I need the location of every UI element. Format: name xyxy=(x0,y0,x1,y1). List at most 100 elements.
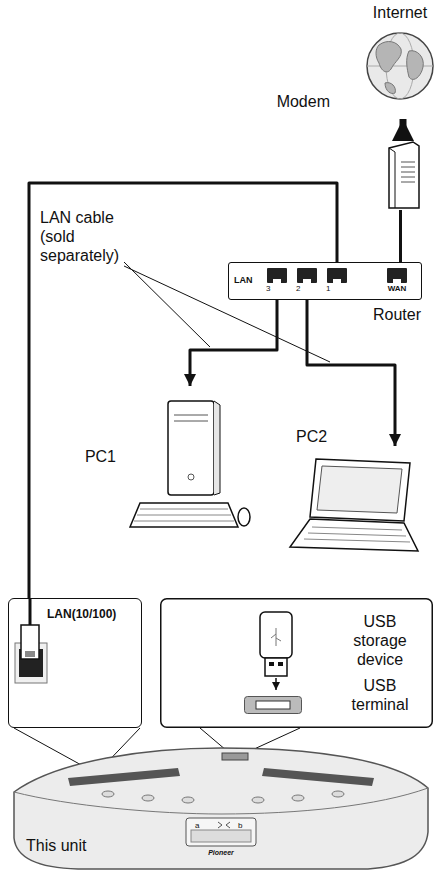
display-mark: a xyxy=(195,821,199,831)
desktop-pc-drawing-part xyxy=(174,421,208,422)
speaker-unit-drawing-part xyxy=(182,797,194,803)
modem-drawing-part xyxy=(401,162,415,163)
node-label: 3 xyxy=(266,284,270,294)
lan-port-drawing-part xyxy=(333,279,341,283)
wan-port: WAN xyxy=(380,266,418,296)
modem-drawing-part xyxy=(401,167,415,168)
laptop-pc: PC2 xyxy=(282,455,422,560)
lan-port-drawing-part xyxy=(267,268,287,283)
usb-storage-device-drawing-part xyxy=(278,662,283,666)
usb-inset-frame xyxy=(161,599,433,728)
node-label: Internet xyxy=(360,3,440,22)
wan-port-drawing-part xyxy=(393,279,401,283)
laptop-pc-drawing-part xyxy=(310,459,410,521)
internet-globe-drawing-part xyxy=(385,83,395,94)
lan-terminal-inset-drawing-part xyxy=(29,599,32,625)
desktop-pc-drawing-part xyxy=(134,509,234,521)
speaker-unit-drawing-part xyxy=(14,748,428,869)
arrow xyxy=(275,678,277,690)
leader-line xyxy=(124,266,330,362)
speaker-unit-drawing-part xyxy=(102,791,344,803)
modem-drawing-part xyxy=(389,142,419,208)
laptop-pc-drawing-part xyxy=(312,527,402,530)
usb-storage-device-drawing-part xyxy=(260,612,292,658)
node-label: 2 xyxy=(296,284,300,294)
laptop-pc-drawing xyxy=(282,455,422,560)
desktop-pc-drawing-part xyxy=(168,401,214,495)
modem-drawing-part xyxy=(401,172,415,173)
node-label: LAN(10/100) xyxy=(47,607,116,621)
usb-storage-device: USB storage device xyxy=(256,612,296,678)
arrow xyxy=(400,119,407,140)
internet-globe-drawing-part xyxy=(376,42,401,72)
modem-drawing-part xyxy=(401,177,415,178)
desktop-pc-drawing-part xyxy=(134,521,234,522)
speaker-unit-drawing-part xyxy=(68,768,180,786)
desktop-pc-drawing xyxy=(128,395,253,535)
lan-port: 2 xyxy=(294,266,320,296)
internet-globe-drawing-part xyxy=(367,33,433,99)
usb-storage-device-drawing-part xyxy=(265,658,287,676)
node-label: LAN xyxy=(234,275,253,286)
node-label: WAN xyxy=(380,284,414,294)
modem: Modem xyxy=(383,140,423,210)
desktop-pc-drawing-part xyxy=(140,509,228,510)
speaker-unit-drawing-part xyxy=(142,795,154,801)
usb-storage-device-drawing xyxy=(256,612,296,678)
cable xyxy=(29,183,337,598)
usb-terminal-drawing-part xyxy=(256,701,290,709)
speaker-unit-drawing-part xyxy=(332,791,344,797)
speaker-unit-drawing-part xyxy=(191,830,251,842)
speaker-unit-drawing-part xyxy=(218,822,230,828)
speaker-unit-drawing-part xyxy=(292,795,304,801)
desktop-pc: PC1 xyxy=(128,395,253,535)
laptop-pc-drawing-part xyxy=(290,519,418,551)
usb-terminal: USB terminal xyxy=(244,696,302,714)
lan-port: 3 xyxy=(264,266,290,296)
desktop-pc-drawing-part xyxy=(188,474,194,480)
cable-callout: LAN cable (sold separately) xyxy=(40,208,130,266)
desktop-pc-drawing-part xyxy=(214,401,220,495)
leader-line xyxy=(124,262,210,347)
brand-logo: Pioneer xyxy=(198,849,244,857)
usb-storage-device-drawing-part xyxy=(271,628,281,646)
usb-terminal-drawing-part xyxy=(245,697,302,714)
desktop-pc-drawing-part xyxy=(174,415,208,416)
lan-port-drawing-part xyxy=(303,279,311,283)
lan-port-drawing-part xyxy=(297,268,317,283)
wan-port-drawing-part xyxy=(387,268,407,283)
usb-storage-device-drawing-part xyxy=(269,662,274,666)
laptop-pc-drawing-part xyxy=(304,539,410,542)
lan-port-drawing-part xyxy=(273,279,281,283)
node-label: Router xyxy=(361,305,421,324)
laptop-pc-drawing-part xyxy=(304,527,410,542)
display-mark: b xyxy=(238,821,242,831)
internet-globe-drawing xyxy=(365,31,435,101)
node-label: Modem xyxy=(260,92,330,111)
node-label: PC2 xyxy=(296,427,327,446)
lan-port: 1 xyxy=(324,266,350,296)
modem-drawing-part xyxy=(389,148,395,208)
internet-globe-drawing-part xyxy=(407,51,424,80)
usb-terminal-drawing xyxy=(244,696,302,714)
node-label: PC1 xyxy=(72,447,116,466)
modem-drawing-part xyxy=(401,162,415,182)
node-label: USB terminal xyxy=(337,676,423,714)
lan-terminal-inset: LAN(10/100) xyxy=(8,598,142,728)
internet-globe: Internet xyxy=(365,31,435,101)
laptop-pc-drawing-part xyxy=(308,533,406,536)
speaker-unit-drawing-part xyxy=(102,791,114,797)
speaker-unit-drawing-part xyxy=(14,788,428,814)
node-label: 1 xyxy=(326,284,330,294)
speaker-unit-drawing-part xyxy=(262,768,374,786)
lan-terminal-inset-drawing-part xyxy=(25,651,35,657)
laptop-pc-drawing-part xyxy=(317,466,402,513)
cable xyxy=(190,296,277,386)
modem-drawing-part xyxy=(401,182,415,183)
desktop-pc-drawing-part xyxy=(130,503,238,527)
node-label: This unit xyxy=(26,836,86,855)
desktop-pc-drawing-part xyxy=(137,515,231,516)
speaker-unit-drawing-part xyxy=(222,753,248,760)
speaker-unit-drawing-part xyxy=(252,797,264,803)
